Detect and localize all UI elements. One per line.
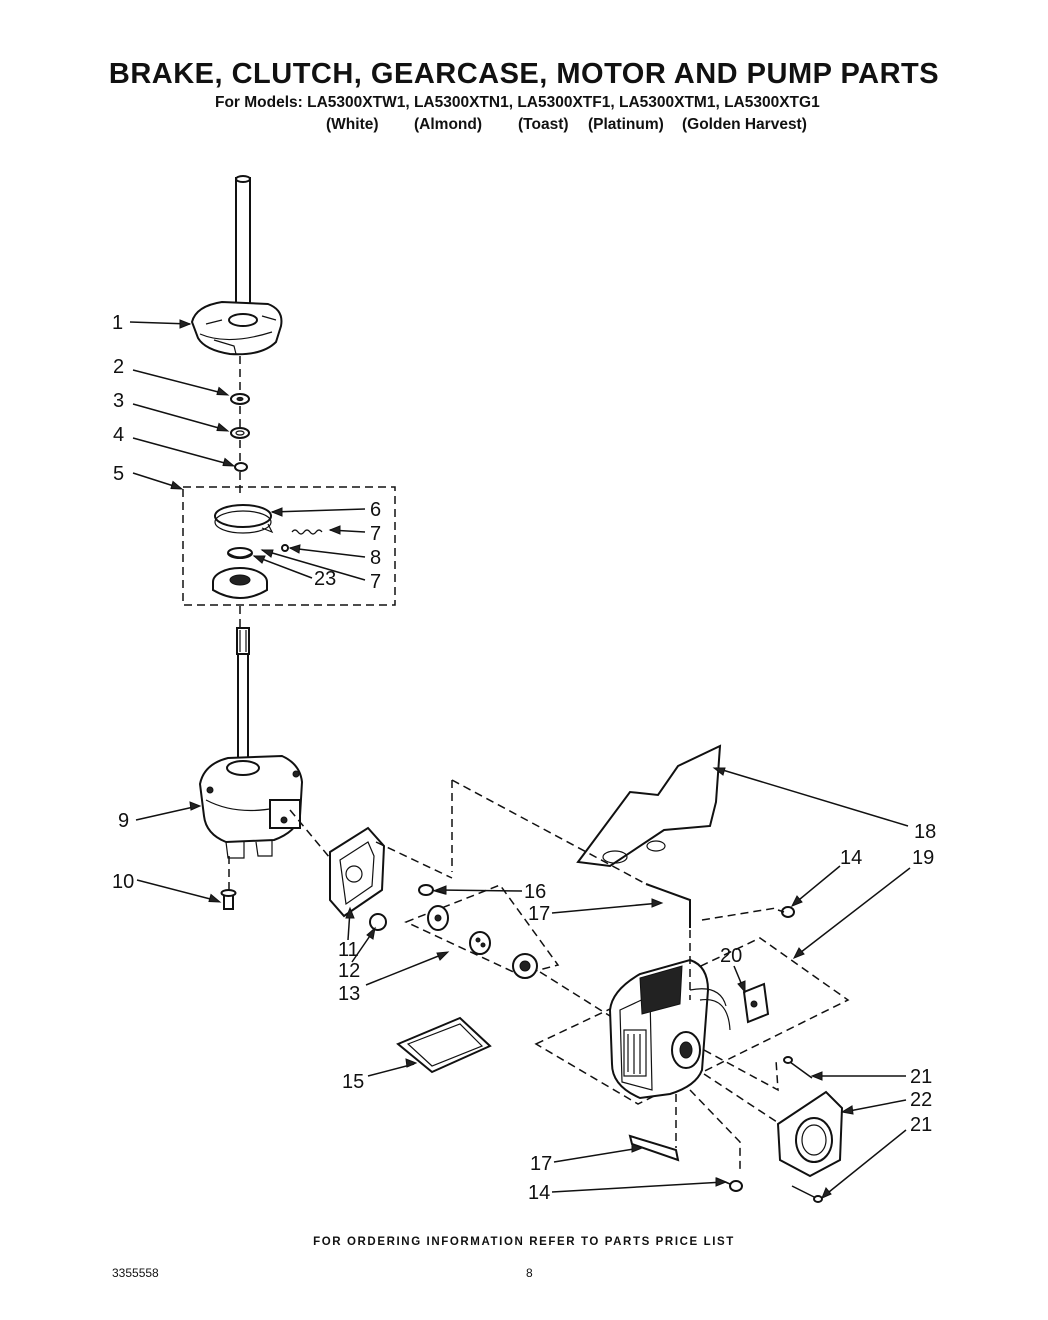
washer-2	[230, 393, 250, 405]
pump-parts-box	[404, 884, 560, 976]
bolt-10	[220, 889, 237, 910]
small-pin-8	[281, 544, 289, 552]
svg-text:20: 20	[720, 945, 742, 967]
color-almond: (Almond)	[414, 116, 483, 133]
upper-shaft	[235, 175, 251, 319]
page-title: BRAKE, CLUTCH, GEARCASE, MOTOR AND PUMP …	[108, 58, 940, 90]
clip-17-upper	[645, 883, 691, 928]
svg-text:13: 13	[338, 983, 360, 1005]
clutch-assembly-box	[182, 486, 396, 606]
pump-seal-12	[369, 913, 387, 931]
svg-text:22: 22	[910, 1089, 932, 1111]
motor-assembly-box	[534, 937, 850, 1105]
callout-3: 3	[113, 390, 230, 432]
svg-text:11: 11	[338, 939, 359, 961]
svg-text:7: 7	[370, 571, 381, 593]
callout-21-lower: 21	[821, 1114, 932, 1199]
pump-cover	[427, 905, 449, 931]
svg-text:15: 15	[342, 1071, 364, 1093]
callout-18: 18	[712, 767, 936, 843]
color-white: (White)	[326, 116, 379, 133]
svg-text:6: 6	[370, 499, 381, 521]
motor-mount-22	[776, 1090, 844, 1178]
models-line: For Models: LA5300XTW1, LA5300XTN1, LA53…	[215, 94, 820, 111]
motor-19	[608, 958, 731, 1100]
clutch-drum	[212, 567, 268, 599]
svg-text:5: 5	[113, 463, 124, 485]
callout-6: 6	[270, 499, 381, 521]
svg-text:17: 17	[530, 1153, 552, 1175]
callout-1: 1	[112, 312, 192, 334]
callout-17-lower: 17	[530, 1143, 644, 1175]
spring-7	[291, 529, 323, 535]
svg-text:17: 17	[528, 903, 550, 925]
callout-12: 12	[338, 926, 376, 982]
svg-text:16: 16	[524, 881, 546, 903]
svg-text:18: 18	[914, 821, 936, 843]
lower-shaft	[236, 627, 250, 765]
svg-text:19: 19	[912, 847, 934, 869]
color-toast: (Toast)	[518, 116, 569, 133]
callout-7-lower: 7	[260, 549, 381, 593]
svg-text:10: 10	[112, 871, 134, 893]
callout-15: 15	[342, 1058, 418, 1093]
callout-19: 19	[792, 847, 934, 959]
retaining-ring-3	[230, 427, 250, 439]
svg-text:3: 3	[113, 390, 124, 412]
callout-22: 22	[840, 1089, 932, 1115]
brake-band-6	[214, 504, 274, 534]
svg-text:8: 8	[370, 547, 381, 569]
callout-7-upper: 7	[328, 523, 381, 545]
callout-4: 4	[113, 424, 236, 467]
callout-23: 23	[252, 555, 336, 590]
page-number: 8	[526, 1266, 533, 1280]
callout-10: 10	[112, 871, 222, 903]
svg-text:14: 14	[528, 1182, 550, 1204]
callout-2: 2	[113, 356, 230, 396]
svg-text:1: 1	[112, 312, 123, 334]
pump-housing-11	[329, 826, 386, 918]
svg-text:12: 12	[338, 960, 360, 982]
document-number: 3355558	[112, 1266, 159, 1280]
svg-text:2: 2	[113, 356, 124, 378]
callout-13: 13	[338, 951, 450, 1005]
color-golden-harvest: (Golden Harvest)	[682, 116, 807, 133]
clutch-cam-23	[227, 547, 253, 559]
callout-16: 16	[434, 881, 546, 903]
ordering-note: FOR ORDERING INFORMATION REFER TO PARTS …	[313, 1236, 735, 1248]
svg-text:21: 21	[910, 1066, 932, 1088]
svg-text:7: 7	[370, 523, 381, 545]
switch-20	[742, 982, 770, 1024]
svg-text:23: 23	[314, 568, 336, 590]
gearcase-9	[198, 754, 304, 859]
ring-4	[234, 462, 248, 472]
callout-5: 5	[113, 463, 184, 490]
motor-shield-18	[576, 744, 722, 868]
callout-9: 9	[118, 801, 202, 832]
callout-17-upper: 17	[528, 898, 664, 925]
screw-14-upper	[777, 906, 795, 918]
pulley-seal	[512, 953, 538, 979]
gasket-15	[396, 1016, 492, 1074]
color-platinum: (Platinum)	[588, 116, 664, 133]
impeller	[469, 931, 491, 955]
callout-20: 20	[720, 945, 746, 994]
callout-8: 8	[288, 544, 381, 569]
svg-text:21: 21	[910, 1114, 932, 1136]
screw-21-upper	[783, 1056, 813, 1079]
screw-21-lower	[791, 1185, 823, 1203]
callout-14-lower: 14	[528, 1177, 728, 1204]
callout-11: 11	[338, 906, 359, 961]
callout-14-upper: 14	[790, 847, 862, 907]
brake-housing	[190, 300, 283, 356]
svg-text:9: 9	[118, 810, 129, 832]
callout-21-upper: 21	[810, 1066, 932, 1088]
svg-text:14: 14	[840, 847, 862, 869]
svg-text:4: 4	[113, 424, 124, 446]
clip-17-lower	[628, 1134, 680, 1162]
